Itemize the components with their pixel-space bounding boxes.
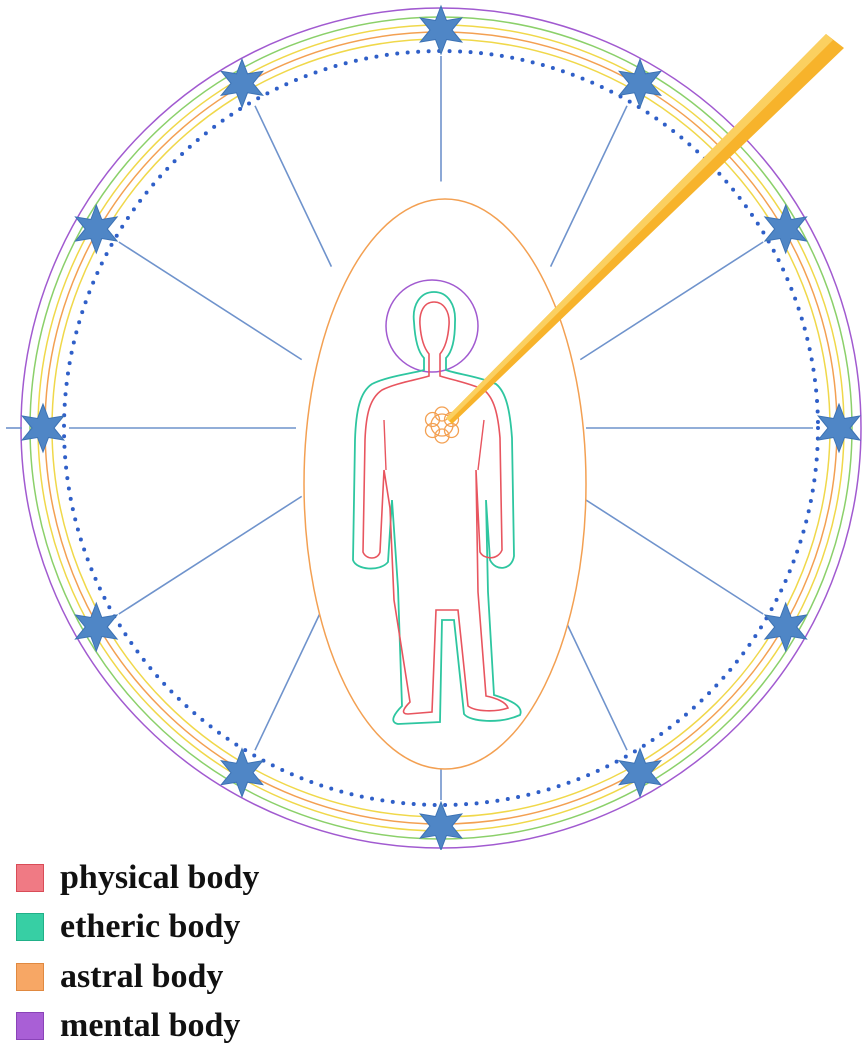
etheric-swatch: [16, 913, 44, 941]
star-icon: [420, 802, 462, 850]
legend-label: etheric body: [60, 910, 240, 944]
spoke: [119, 242, 302, 360]
star-icon: [420, 6, 462, 54]
legend: physical body etheric body astral body m…: [16, 853, 416, 1051]
legend-label: physical body: [60, 861, 259, 895]
spoke: [580, 496, 763, 614]
physical-swatch: [16, 864, 44, 892]
legend-item-physical: physical body: [16, 853, 416, 903]
legend-item-mental: mental body: [16, 1002, 416, 1051]
star-icon: [818, 404, 860, 452]
spoke: [255, 106, 331, 267]
aura-diagram: [0, 0, 862, 850]
legend-label: mental body: [60, 1009, 240, 1043]
legend-item-astral: astral body: [16, 952, 416, 1002]
spoke: [119, 496, 302, 614]
mental-swatch: [16, 1012, 44, 1040]
legend-item-etheric: etheric body: [16, 903, 416, 953]
spoke: [551, 106, 627, 267]
astral-ellipse: [304, 199, 586, 769]
star-icon: [22, 404, 64, 452]
legend-label: astral body: [60, 960, 223, 994]
astral-swatch: [16, 963, 44, 991]
